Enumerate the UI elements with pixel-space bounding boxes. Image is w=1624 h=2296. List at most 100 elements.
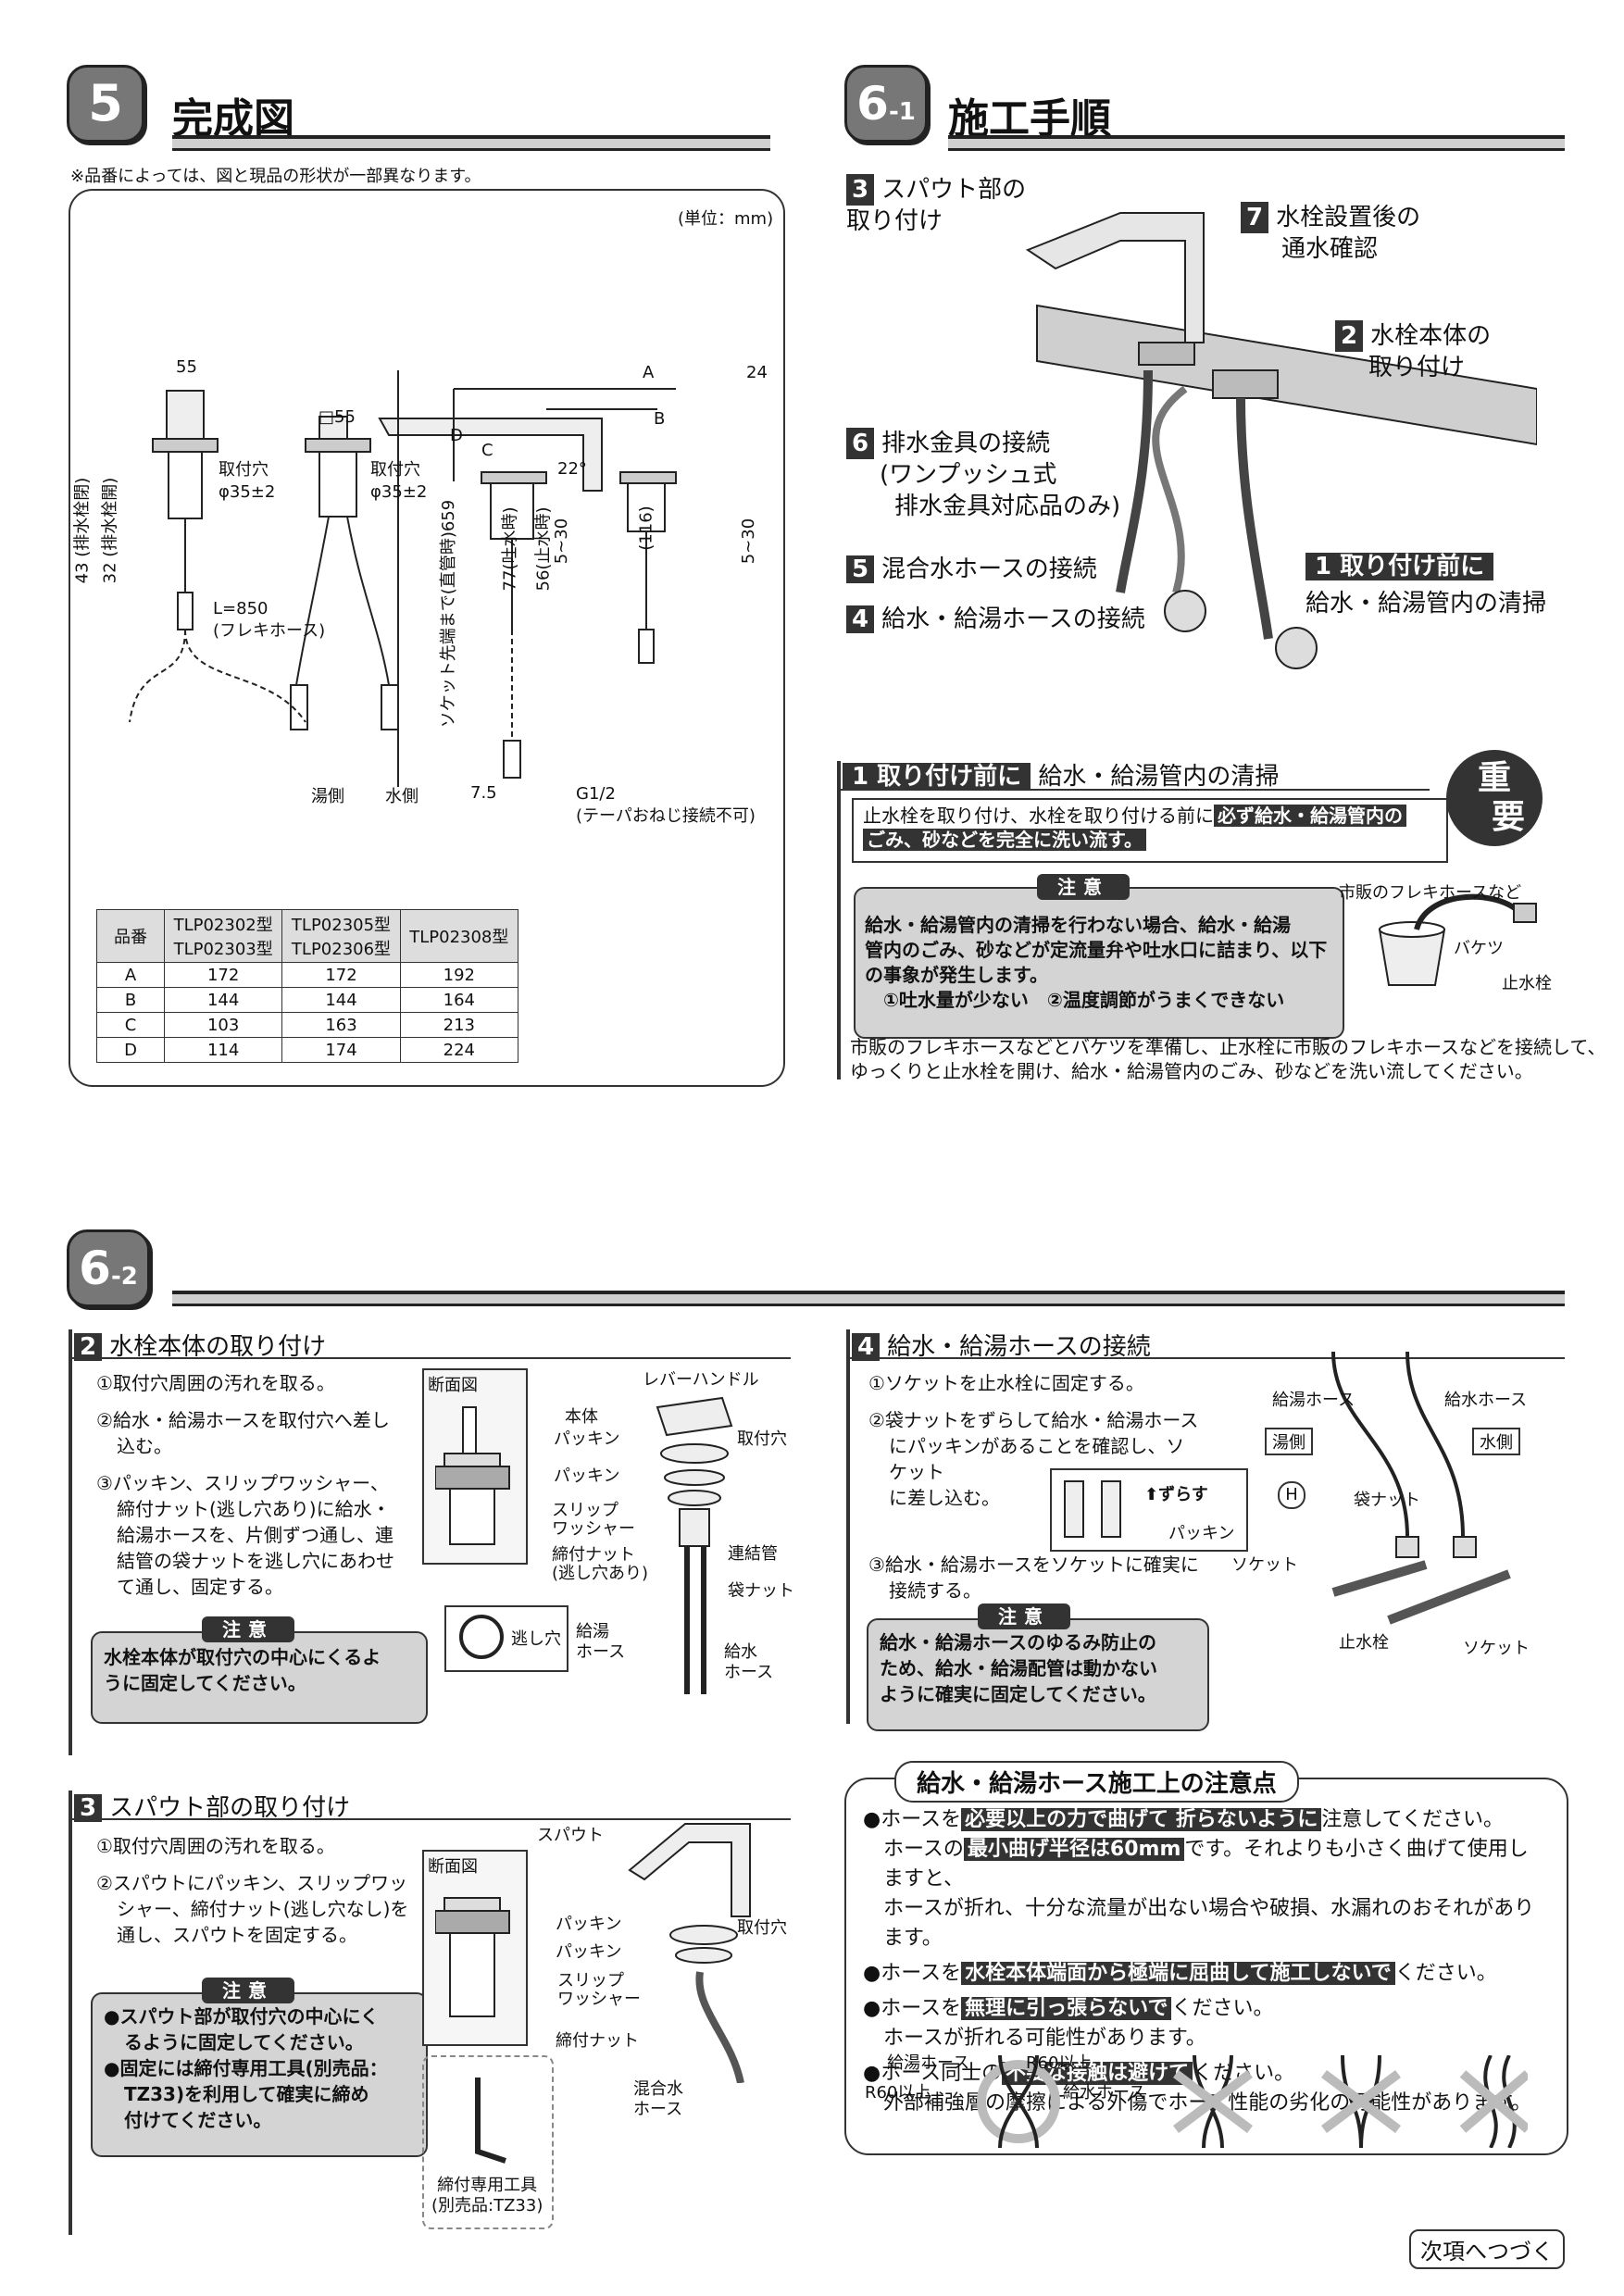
- step-7-num: 7: [1241, 202, 1269, 233]
- label-cold-hose-4: 給水ホース: [1444, 1391, 1528, 1410]
- label-cold-side: 水側: [1472, 1428, 1520, 1455]
- label-spout: スパウト: [537, 1826, 604, 1845]
- table-cell: 103: [163, 1012, 283, 1038]
- body3-section-svg: [435, 1897, 510, 2017]
- label-hot-2: ホース: [576, 1642, 626, 1662]
- label-bag-nut: 袋ナット: [728, 1581, 794, 1601]
- slide-detail-svg: [1064, 1480, 1121, 1538]
- table-header-cell: TLP02302型 TLP02303型: [163, 909, 283, 963]
- step-1-label: 1 取り付け前に給水・給湯管内の清掃: [1305, 548, 1546, 622]
- fig-cold-hose: 給水ホース: [1063, 2083, 1146, 2103]
- step-7-text: 水栓設置後の: [1276, 204, 1421, 231]
- clean-heading-text: 給水・給湯管内の清掃: [1038, 763, 1280, 791]
- table-cell: C: [96, 1012, 165, 1038]
- step-3-num: 3: [846, 174, 875, 206]
- fig-r60-a: R60以上: [1026, 2053, 1093, 2073]
- body3-title: スパウト部の取り付け: [109, 1794, 351, 1822]
- fig-bucket: バケツ: [1454, 939, 1504, 958]
- spec-table: 品番 TLP02302型 TLP02303型 TLP02305型 TLP0230…: [96, 909, 519, 1063]
- body3-step-2a: ②スパウトにパッキン、スリップワッ: [96, 1872, 408, 1894]
- faucet-dimension-drawing: [129, 370, 677, 787]
- cold-side: 水側: [385, 787, 418, 806]
- body4-caution-box: 給水・給湯ホースのゆるみ防止の ため、給水・給湯配管は動かない ように確実に固定…: [867, 1618, 1209, 1731]
- thread-label: G1/2(テーパおねじ接続不可): [576, 783, 756, 828]
- dim-5-30b: 5~30: [739, 518, 759, 565]
- clean-left-bar: [837, 761, 841, 1079]
- fig-hot-hose: 給湯ホース: [887, 2053, 970, 2073]
- clean-lead: 止水栓を取り付け、水栓を取り付ける前に: [863, 805, 1214, 827]
- hose-bend-figures: [977, 2055, 1528, 2148]
- hole-1b: φ35±2: [219, 482, 276, 502]
- dim-77: 77(吐水時): [500, 506, 520, 592]
- body3-step-1: ①取付穴周囲の汚れを取る。: [96, 1835, 335, 1857]
- body2-caution-tag: 注意: [202, 1616, 294, 1642]
- body3-instructions: ①取付穴周囲の汚れを取る。 ②スパウトにパッキン、スリップワッ シャー、締付ナッ…: [96, 1833, 411, 1948]
- installation-illustration: [1025, 212, 1537, 669]
- dim-116: (116): [636, 505, 656, 551]
- body2-num: 2: [74, 1333, 103, 1361]
- thread-size: G1/2: [576, 784, 616, 804]
- dim-B: B: [654, 409, 666, 429]
- note-2a: ●ホースを: [863, 1962, 962, 1985]
- dim-C: C: [481, 441, 493, 460]
- label-slip-3b: ワッシャー: [557, 1990, 641, 2009]
- step-2-text-b: 取り付け: [1368, 354, 1466, 381]
- body3-caution-box: ●スパウト部が取付穴の中心にく るように固定してください。 ●固定には締付専用工…: [91, 1992, 428, 2157]
- step-3-text: スパウト部の: [881, 176, 1027, 204]
- important-badge: 重要: [1446, 750, 1543, 846]
- section-5-title: 完成図: [172, 95, 294, 143]
- body2-step-3c: 給湯ホースを、片側ずつ通し、連: [117, 1524, 394, 1546]
- step-5-text: 混合水ホースの接続: [881, 555, 1097, 583]
- table-header-cell: TLP02305型 TLP02306型: [281, 909, 401, 963]
- label-hot-side: 湯側: [1265, 1428, 1313, 1455]
- label-mix-2: ホース: [633, 2100, 683, 2119]
- body2-step-1: ①取付穴周囲の汚れを取る。: [96, 1372, 335, 1394]
- hose-label: L=850(フレキホース): [213, 598, 325, 643]
- body4-title: 給水・給湯ホースの接続: [887, 1333, 1151, 1361]
- clean-top-bar: [837, 789, 1430, 791]
- label-mount-hole-3: 取付穴: [737, 1918, 787, 1938]
- drawing-panel: [69, 189, 785, 1087]
- label-socket-1: ソケット: [1231, 1555, 1298, 1575]
- clean-lead-box: 止水栓を取り付け、水栓を取り付ける前に必ず給水・給湯管内のごみ、砂などを完全に洗…: [852, 798, 1448, 863]
- clean-caution-1: 給水・給湯管内の清掃を行わない場合、給水・給湯: [865, 914, 1291, 936]
- section-6-1-num: 6: [856, 77, 889, 131]
- clean-caution-box: 給水・給湯管内の清掃を行わない場合、給水・給湯 管内のごみ、砂などが定流量弁や吐…: [854, 887, 1344, 1039]
- label-bag-nut-4: 袋ナット: [1354, 1491, 1420, 1510]
- table-cell: 192: [399, 962, 519, 988]
- table-cell: 144: [163, 987, 283, 1013]
- label-slip-washer-3: スリップワッシャー: [557, 1972, 641, 2009]
- step-2-num: 2: [1335, 320, 1364, 352]
- label-hot-1: 給湯: [576, 1622, 609, 1641]
- note-1: ●ホースを必要以上の力で曲げて 折らないように注意してください。: [863, 1805, 1548, 1835]
- section-6-2-rule: [172, 1291, 1565, 1306]
- body3-caution-4: TZ33)を利用して確実に締め: [124, 2083, 369, 2105]
- label-h-mark: H: [1278, 1481, 1305, 1509]
- body4-caution-1: 給水・給湯ホースのゆるみ防止の: [880, 1631, 1156, 1653]
- table-cell: A: [96, 962, 165, 988]
- fig-flex-hose: 市販のフレキホースなど: [1339, 883, 1522, 903]
- escape-hole-box: [444, 1605, 568, 1672]
- dim-5-30a: 5~30: [552, 518, 572, 565]
- table-cell: 172: [163, 962, 283, 988]
- label-slip-washer: スリップワッシャー: [552, 1502, 635, 1539]
- body4-step-3a: ③給水・給湯ホースをソケットに確実に: [868, 1554, 1199, 1576]
- step-2-text: 水栓本体の: [1370, 322, 1492, 350]
- note-1d: です。それよりも小さく曲げて使用しますと、: [883, 1838, 1529, 1890]
- dim-56: 56(止水時): [533, 506, 554, 592]
- dim-43: 43 (排水栓閉): [72, 477, 93, 584]
- fig-r60-b: R60以上: [865, 2083, 931, 2103]
- body3-caution-3: ●固定には締付専用工具(別売品：: [104, 2057, 388, 2079]
- section-6-1-sub: -1: [888, 98, 916, 126]
- clean-footer-1: 市販のフレキホースなどとバケツを準備し、止水栓に市販のフレキホースなどを接続して…: [850, 1036, 1606, 1058]
- next-page-label: 次項へつづく: [1409, 2229, 1565, 2269]
- dim-D: D: [450, 426, 463, 445]
- body2-caution-box: 水栓本体が取付穴の中心にくるよ うに固定してください。: [91, 1631, 428, 1724]
